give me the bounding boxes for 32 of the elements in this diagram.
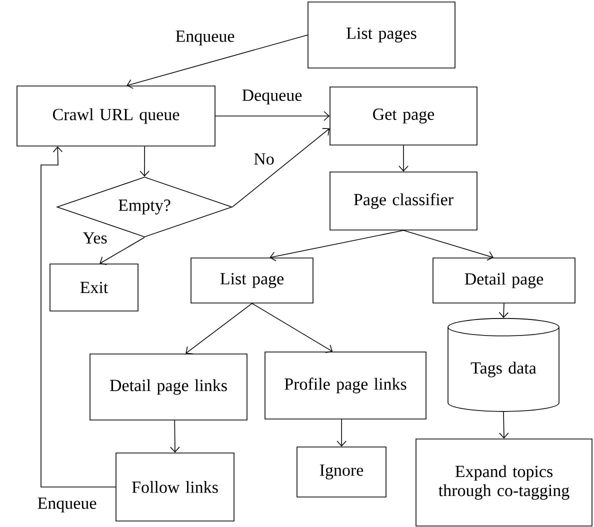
edge-label: No <box>252 152 276 166</box>
arrow <box>403 230 494 261</box>
arrow <box>126 34 308 89</box>
process-box: Follow links <box>116 452 234 522</box>
process-box: Detail page links <box>90 354 248 420</box>
arrow <box>270 230 404 262</box>
arrow <box>499 411 509 439</box>
arrow <box>215 111 330 121</box>
arrow <box>140 146 150 177</box>
arrow <box>336 419 346 447</box>
process-box: Profile page links <box>264 352 426 420</box>
edge-label: Dequeue <box>240 88 304 106</box>
process-box: Detail page <box>432 258 576 304</box>
process-box: Crawl URL queue <box>16 86 216 146</box>
process-box: Get page <box>330 86 478 146</box>
process-box: Exit <box>50 264 138 312</box>
process-box: Ignore <box>296 446 386 498</box>
arrow <box>186 303 252 354</box>
process-box: List pages <box>308 2 456 68</box>
arrow <box>498 303 509 318</box>
arrow <box>170 420 180 453</box>
arrow <box>232 128 330 208</box>
database-cylinder: Tags data <box>448 318 560 412</box>
process-box: Expand topics through co-tagging <box>416 438 592 526</box>
arrow <box>252 303 333 353</box>
process-box: Page classifier <box>330 172 478 230</box>
arrow <box>100 237 145 266</box>
edge-label: Enqueue <box>36 496 98 514</box>
edge-label: Enqueue <box>174 30 236 46</box>
arrow <box>398 145 408 172</box>
arrow <box>40 146 116 488</box>
process-box: List page <box>190 258 314 304</box>
